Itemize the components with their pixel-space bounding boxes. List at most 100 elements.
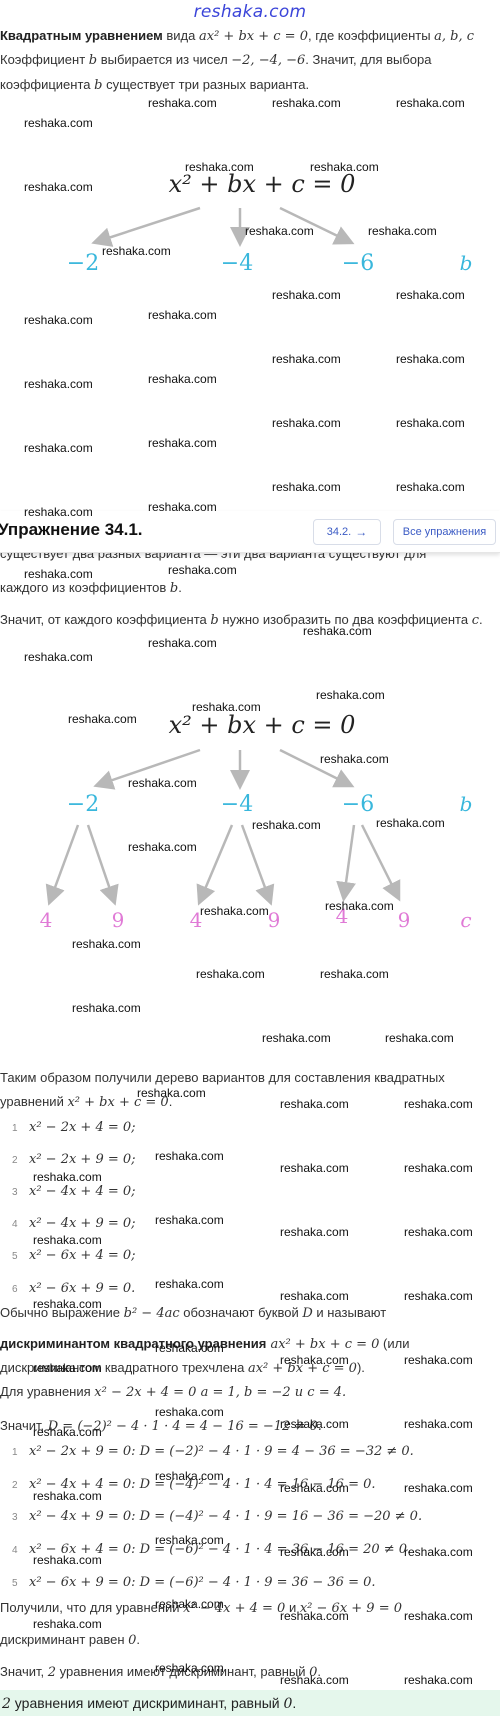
- site-logo[interactable]: reshaka.com: [193, 2, 307, 22]
- formula: x² + bx + c = 0: [67, 1095, 169, 1110]
- text: дискриминант равен: [0, 1632, 129, 1647]
- watermark: reshaka.com: [385, 1031, 454, 1045]
- formula: x² − 6x + 4 = 0;: [29, 1248, 136, 1263]
- watermark: reshaka.com: [272, 416, 341, 430]
- watermark: reshaka.com: [272, 288, 341, 302]
- tree-node-b: −2: [67, 792, 99, 817]
- watermark: reshaka.com: [280, 1417, 349, 1431]
- formula: 0: [283, 1696, 293, 1712]
- tree-node-b: −4: [221, 792, 253, 817]
- exercise-header: Упражнение 34.1. 34.2. → Все упражнения: [0, 511, 500, 553]
- formula: x² − 6x + 9 = 0.: [29, 1281, 136, 1296]
- watermark: reshaka.com: [155, 1341, 224, 1355]
- watermark: reshaka.com: [404, 1289, 473, 1303]
- tree-node-b: −6: [342, 251, 374, 276]
- formula: x² − 2x + 9 = 0: D = (−2)² − 4 · 1 · 9 =…: [29, 1444, 414, 1459]
- formula: a, b, c: [434, 29, 475, 44]
- watermark: reshaka.com: [128, 840, 197, 854]
- watermark: reshaka.com: [396, 288, 465, 302]
- watermark: reshaka.com: [404, 1097, 473, 1111]
- answer-box: 2 уравнения имеют дискриминант, равный 0…: [0, 1690, 500, 1716]
- watermark: reshaka.com: [128, 776, 197, 790]
- watermark: reshaka.com: [148, 636, 217, 650]
- watermark: reshaka.com: [280, 1097, 349, 1111]
- watermark: reshaka.com: [320, 967, 389, 981]
- formula: x² − 2x + 4 = 0;: [29, 1120, 136, 1135]
- formula: x² − 4x + 4 = 0: [183, 1601, 286, 1616]
- formula: 2: [47, 1665, 57, 1680]
- watermark: reshaka.com: [404, 1673, 473, 1687]
- formula: b: [210, 613, 219, 628]
- watermark: reshaka.com: [24, 313, 93, 327]
- formula: ax² + bx + c = 0: [247, 1361, 357, 1376]
- watermark: reshaka.com: [404, 1225, 473, 1239]
- formula: a = 1, b = −2 и c = 4.: [196, 1385, 347, 1400]
- result-line-1: Получили, что для уравнений x² − 4x + 4 …: [0, 1600, 402, 1616]
- discriminant-line-5: Значит, D = (−2)² − 4 · 1 · 4 = 4 − 16 =…: [0, 1418, 322, 1434]
- tree-arrow: [196, 824, 234, 906]
- partial-line: существует два разных варианта — эти два…: [0, 553, 426, 562]
- tree-node-c: 9: [398, 908, 411, 932]
- tree-node-c: 9: [112, 908, 125, 932]
- watermark: reshaka.com: [24, 441, 93, 455]
- text: (или: [379, 1336, 410, 1351]
- formula: x² − 6x + 9 = 0: [299, 1601, 403, 1616]
- watermark: reshaka.com: [148, 372, 217, 386]
- discriminant-line-2: дискриминантом квадратного уравнения ax²…: [0, 1336, 410, 1352]
- formula: ax² + bx + c = 0: [199, 29, 308, 44]
- watermark: reshaka.com: [155, 1213, 224, 1227]
- all-exercises-button[interactable]: Все упражнения: [393, 519, 496, 545]
- watermark: reshaka.com: [24, 180, 93, 194]
- watermark: reshaka.com: [185, 160, 254, 174]
- formula: b: [169, 581, 179, 596]
- watermark: reshaka.com: [368, 224, 437, 238]
- text: .: [178, 580, 182, 595]
- middle-line-2: каждого из коэффициентов b.: [0, 580, 182, 596]
- next-exercise-button[interactable]: 34.2. →: [313, 519, 381, 545]
- text: вида: [162, 28, 199, 43]
- watermark: reshaka.com: [280, 1289, 349, 1303]
- discriminant-line-4: Для уравнения x² − 2x + 4 = 0 a = 1, b =…: [0, 1384, 346, 1400]
- formula: x² − 4x + 9 = 0: D = (−4)² − 4 · 1 · 9 =…: [29, 1509, 423, 1524]
- watermark: reshaka.com: [272, 96, 341, 110]
- tree-node-b: −6: [342, 792, 374, 817]
- text: Обычно выражение: [0, 1305, 124, 1320]
- text: .: [478, 612, 483, 627]
- watermark: reshaka.com: [396, 96, 465, 110]
- formula: b² − 4ac: [123, 1306, 180, 1321]
- watermark: reshaka.com: [404, 1353, 473, 1367]
- watermark: reshaka.com: [280, 1609, 349, 1623]
- term-quadratic-equation: Квадратным уравнением: [0, 28, 163, 43]
- tree-arrow: [360, 824, 401, 902]
- watermark: reshaka.com: [280, 1161, 349, 1175]
- text: ).: [356, 1360, 365, 1375]
- text: .: [292, 1695, 297, 1711]
- formula: ax² + bx + c = 0: [266, 1337, 380, 1352]
- watermark: reshaka.com: [33, 1170, 102, 1184]
- tree-node-c: 4: [190, 908, 203, 932]
- watermark: reshaka.com: [72, 1001, 141, 1015]
- list-number: 2: [12, 1155, 18, 1166]
- tree-node-c: 4: [40, 908, 53, 932]
- tree-node-c: 4: [336, 904, 349, 928]
- next-exercise-label: 34.2.: [326, 526, 352, 538]
- watermark: reshaka.com: [33, 1489, 102, 1503]
- text: . Значит, для выбора: [305, 52, 432, 67]
- summary-line-1: Таким образом получили дерево вариантов …: [0, 1070, 445, 1085]
- list-number: 1: [12, 1447, 18, 1458]
- watermark: reshaka.com: [404, 1161, 473, 1175]
- text: и: [285, 1600, 300, 1615]
- tree-arrow: [279, 748, 355, 788]
- result-line-2: дискриминант равен 0.: [0, 1632, 140, 1648]
- text: .: [136, 1632, 141, 1647]
- watermark: reshaka.com: [155, 1149, 224, 1163]
- tree-arrow: [86, 824, 119, 906]
- text: существует два разных варианта — эти два…: [0, 553, 427, 561]
- tree-level-label-b: b: [460, 792, 473, 816]
- formula: x² − 4x + 4 = 0;: [29, 1184, 136, 1199]
- formula: x² − 2x + 9 = 0;: [29, 1152, 136, 1167]
- watermark: reshaka.com: [24, 377, 93, 391]
- list-number: 4: [12, 1219, 18, 1230]
- text: , где коэффициенты: [307, 28, 435, 43]
- watermark: reshaka.com: [280, 1545, 349, 1559]
